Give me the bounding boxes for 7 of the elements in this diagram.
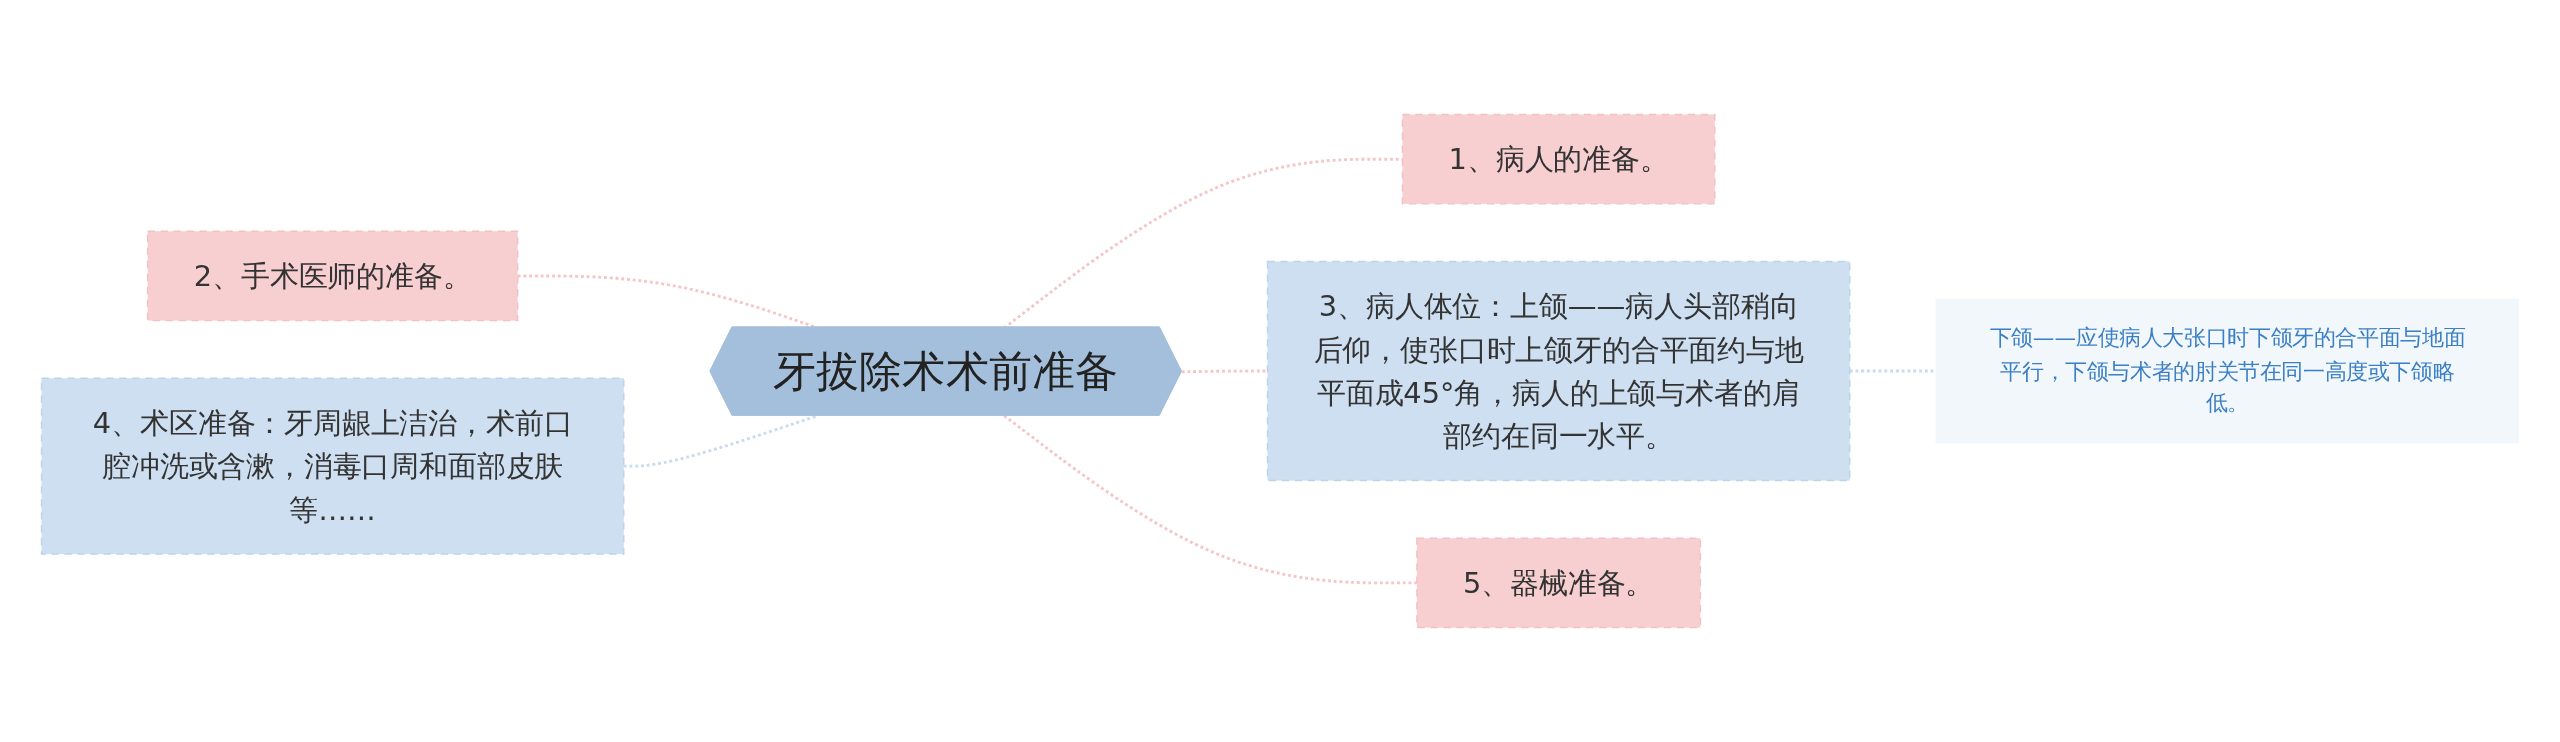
node-box: 5、器械准备。: [1416, 537, 1702, 629]
node-box: 4、术区准备：牙周龈上洁治，术前口腔冲洗或含漱，消毒口周和面部皮肤等……: [40, 377, 625, 555]
connector: [623, 414, 819, 468]
connector: [1181, 369, 1268, 374]
node-box: 2、手术医师的准备。: [146, 230, 519, 322]
node-box: 3、病人体位：上颌——病人头部稍向后仰，使张口时上颌牙的合平面约与地平面成45°角，病人的上颌与术者的肩部约在同一水平。: [1266, 260, 1851, 482]
node-box: 1、病人的准备。: [1401, 113, 1716, 205]
